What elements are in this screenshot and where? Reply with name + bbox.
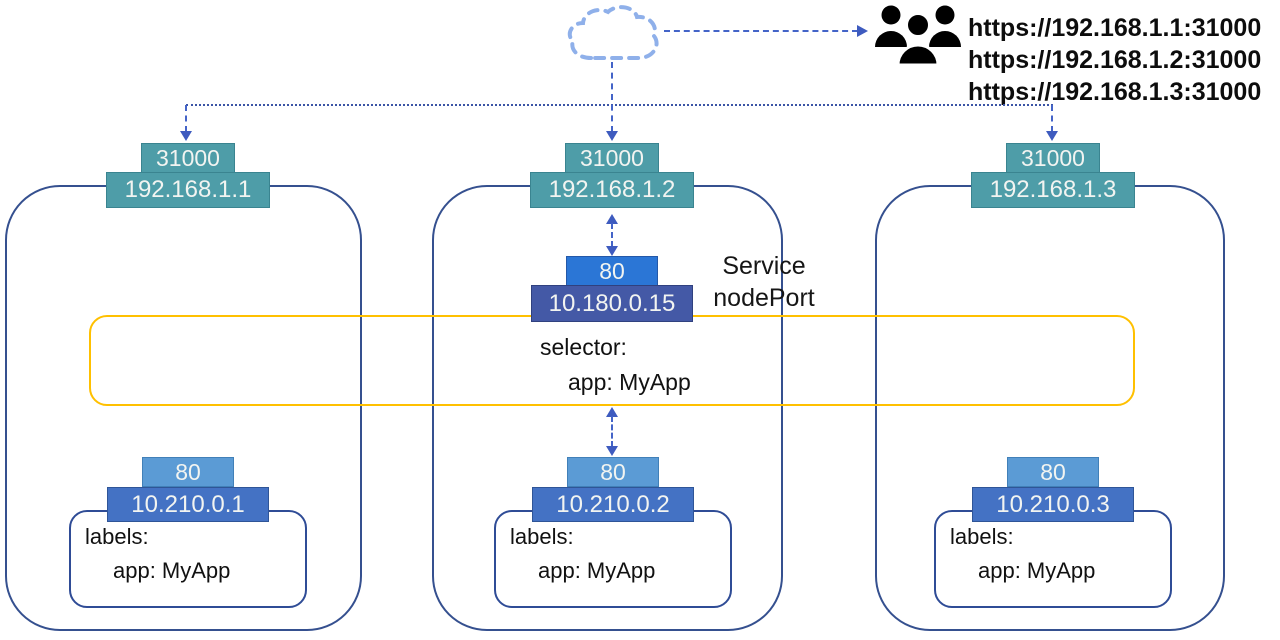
- node3-nodeport-tab: 31000: [1006, 143, 1100, 174]
- selector-pod-arrow: [611, 416, 613, 447]
- pod2-ip-value: 10.210.0.2: [556, 490, 670, 518]
- pod1-labels-value: app: MyApp: [113, 558, 231, 583]
- selector-label: selector:: [540, 334, 627, 360]
- pod1-port-value: 80: [175, 458, 201, 485]
- url-node1: https://192.168.1.1:31000: [968, 14, 1262, 42]
- cloud-to-users-arrowhead: [857, 25, 868, 37]
- node2-service-arrow: [611, 223, 613, 247]
- pod2-port-tab: 80: [567, 457, 659, 487]
- pod2-labels-label: labels:: [510, 524, 574, 549]
- node3-nodeport-value: 31000: [1021, 145, 1085, 171]
- service-clusterip-tab: 10.180.0.15: [531, 285, 693, 322]
- arrow-to-node3: [1051, 105, 1053, 132]
- service-arrow-down-head: [606, 246, 618, 256]
- pod1-ip-tab: 10.210.0.1: [107, 487, 269, 522]
- pod3-labels-label: labels:: [950, 524, 1014, 549]
- pod2-port-value: 80: [600, 458, 626, 485]
- pod2-labels-value: app: MyApp: [538, 558, 656, 583]
- arrowhead-node3: [1046, 131, 1058, 141]
- ingress-distribution-line: [186, 104, 1053, 106]
- selector-arrow-up-head: [606, 407, 618, 417]
- pod3-port-tab: 80: [1007, 457, 1099, 487]
- selector-arrow-down-head: [606, 446, 618, 456]
- pod2-ip-tab: 10.210.0.2: [532, 487, 694, 522]
- pod2-labels-box: labels: app: MyApp: [494, 510, 732, 608]
- service-nodeport-label: Service nodePort: [702, 250, 826, 314]
- external-urls: https://192.168.1.1:31000 https://192.16…: [968, 12, 1261, 108]
- selector-value: app: MyApp: [568, 369, 691, 395]
- pod1-labels-box: labels: app: MyApp: [69, 510, 307, 608]
- node2-ip-value: 192.168.1.2: [548, 176, 676, 203]
- service-port-tab: 80: [566, 256, 658, 286]
- arrowhead-node2: [606, 131, 618, 141]
- node1-ip-tab: 192.168.1.1: [106, 172, 270, 208]
- service-arrow-up-head: [606, 214, 618, 224]
- service-clusterip-value: 10.180.0.15: [548, 289, 676, 317]
- arrow-to-node1: [185, 105, 187, 132]
- node2-nodeport-tab: 31000: [565, 143, 659, 174]
- pod1-port-tab: 80: [142, 457, 234, 487]
- node1-nodeport-tab: 31000: [141, 143, 235, 174]
- node1-nodeport-value: 31000: [156, 145, 220, 171]
- url-node2: https://192.168.1.2:31000: [968, 46, 1262, 74]
- pod1-labels-label: labels:: [85, 524, 149, 549]
- pod3-labels-box: labels: app: MyApp: [934, 510, 1172, 608]
- node3-ip-tab: 192.168.1.3: [971, 172, 1135, 208]
- node3-ip-value: 192.168.1.3: [989, 176, 1117, 203]
- node1-ip-value: 192.168.1.1: [124, 176, 252, 203]
- pod1-ip-value: 10.210.0.1: [131, 490, 245, 518]
- cloud-icon: [567, 5, 659, 60]
- service-label-line1: Service: [722, 252, 806, 280]
- node2-ip-tab: 192.168.1.2: [530, 172, 694, 208]
- service-label-line2: nodePort: [713, 284, 815, 312]
- node2-nodeport-value: 31000: [580, 145, 644, 171]
- selector-text: selector: app: MyApp: [540, 334, 691, 396]
- pod3-ip-tab: 10.210.0.3: [972, 487, 1134, 522]
- pod3-port-value: 80: [1040, 458, 1066, 485]
- pod3-ip-value: 10.210.0.3: [996, 490, 1110, 518]
- arrowhead-node1: [180, 131, 192, 141]
- pod3-labels-value: app: MyApp: [978, 558, 1096, 583]
- users-icon: [875, 5, 961, 66]
- cloud-stem-arrow: [611, 62, 613, 132]
- cloud-to-users-arrow: [664, 30, 858, 32]
- url-node3: https://192.168.1.3:31000: [968, 78, 1262, 106]
- service-port-value: 80: [599, 257, 625, 284]
